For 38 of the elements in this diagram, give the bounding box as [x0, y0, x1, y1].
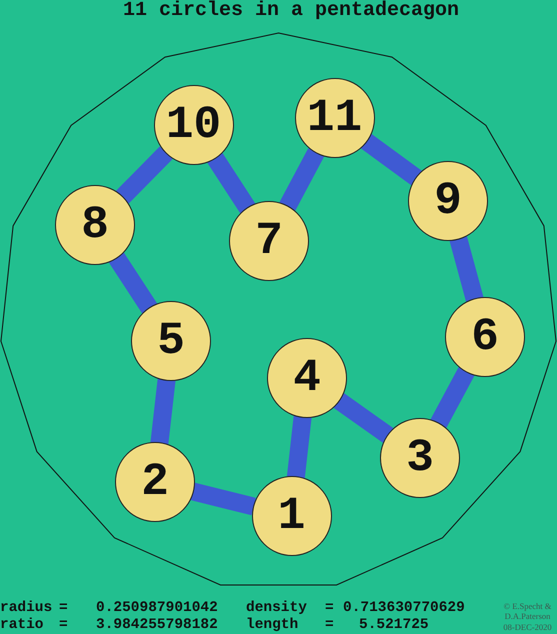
circle-number: 8 [81, 202, 109, 248]
stat-name: density [246, 600, 307, 617]
circle-number: 11 [306, 95, 362, 141]
connector-line [286, 416, 312, 478]
stat-value: 3.984255798182 [96, 617, 218, 634]
connector-line [279, 148, 324, 211]
diagram-title: 11 circles in a pentadecagon [123, 0, 460, 22]
stat-value: 0.713630770629 [343, 600, 465, 617]
date-text: 08-DEC-2020 [502, 622, 553, 632]
equals-sign: = [59, 600, 68, 617]
circle-number: 2 [141, 459, 169, 505]
circle-number: 5 [157, 318, 185, 364]
circle-number: 7 [255, 218, 283, 264]
equals-sign: = [325, 600, 334, 617]
stat-name: length [246, 617, 298, 634]
circle-number: 6 [471, 314, 499, 360]
stat-name: ratio [0, 617, 44, 634]
connector-line [450, 236, 484, 302]
circle-number: 10 [166, 102, 222, 148]
stat-value: 5.521725 [359, 617, 429, 634]
circle-number: 1 [278, 493, 306, 539]
connector-line [150, 378, 176, 444]
connector-line [360, 134, 422, 186]
circle-number: 4 [293, 355, 321, 401]
connector-line [108, 252, 158, 314]
credit-text: © E.Specht & D.A.Paterson [502, 601, 552, 621]
stat-value: 0.250987901042 [96, 600, 218, 617]
equals-sign: = [59, 617, 68, 634]
connector-line [116, 146, 173, 204]
connector-line [190, 482, 256, 516]
connector-line [334, 393, 394, 443]
circle-number: 3 [406, 435, 434, 481]
connector-line [207, 152, 256, 214]
circle-number: 9 [434, 178, 462, 224]
stat-name: radius [0, 600, 52, 617]
connector-line [430, 367, 474, 428]
pentadecagon-outline [0, 33, 557, 585]
equals-sign: = [325, 617, 334, 634]
